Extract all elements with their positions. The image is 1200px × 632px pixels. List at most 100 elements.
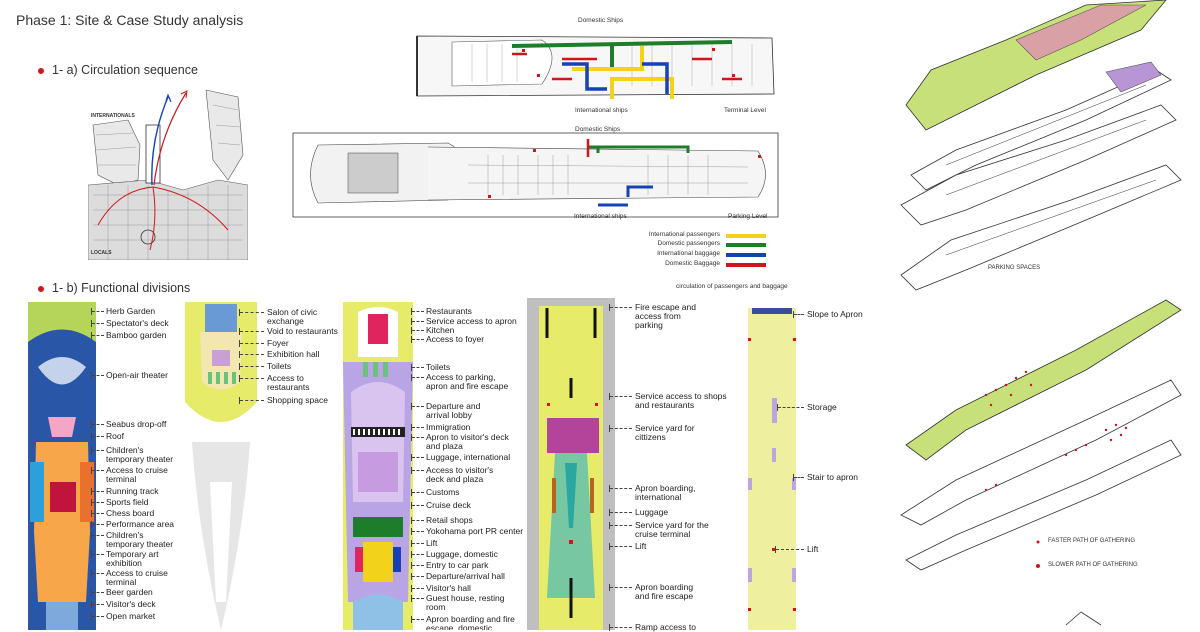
label-tick — [411, 336, 424, 343]
col3-label: Entry to car park — [426, 560, 489, 570]
label-tick — [91, 510, 104, 517]
label-tick — [609, 425, 632, 432]
label-tick — [609, 543, 632, 550]
label-tick — [239, 309, 264, 316]
col4-label: Apron boarding and fire escape — [635, 582, 694, 601]
label-tick — [609, 485, 632, 492]
col2-label: Salon of civic exchange — [267, 307, 318, 326]
label-tick — [609, 522, 632, 529]
label-tick — [411, 403, 424, 410]
col1-label: Children's temporary theater — [106, 445, 174, 464]
col1-label: Open-air theater — [106, 370, 168, 380]
parking-level-plan — [292, 132, 779, 218]
col3-label: Retail shops — [426, 515, 473, 525]
legend-swatch — [726, 263, 766, 267]
col4-label: Service access to shops and restaurants — [635, 391, 727, 410]
col4-label: Luggage — [635, 507, 669, 517]
col2-label: Toilets — [267, 361, 292, 371]
label-tick — [91, 467, 104, 474]
label-tick — [91, 308, 104, 315]
col1-label: Access to cruise terminal — [106, 568, 168, 587]
terminal-plan-strip — [343, 302, 413, 630]
label-tick — [91, 521, 104, 528]
label-tick — [609, 624, 632, 631]
col1-label: Sports field — [106, 497, 149, 507]
col3-label: Service access to apron — [426, 316, 517, 326]
label-tick — [411, 454, 424, 461]
col5-label: Slope to Apron — [807, 309, 863, 319]
col3-label: Customs — [426, 487, 460, 497]
label-tick — [239, 363, 264, 370]
col2-label: Shopping space — [267, 395, 328, 405]
label-tick — [777, 404, 804, 411]
label-tick — [411, 562, 424, 569]
col1-label: Spectator's deck — [106, 318, 169, 328]
legend-caption: circulation of passengers and baggage — [676, 283, 788, 290]
label-tick — [609, 509, 632, 516]
terminal-bottom-label: International ships — [575, 107, 628, 114]
faster-path-label: FASTER PATH OF GATHERING — [1048, 538, 1136, 544]
label-tick — [411, 528, 424, 535]
label-tick — [793, 474, 804, 481]
col1-label: Children's temporary theater — [106, 530, 174, 549]
label-tick — [411, 364, 424, 371]
col3-label: Access to visitor's deck and plaza — [426, 465, 494, 484]
label-tick — [91, 589, 104, 596]
col1-label: Roof — [106, 431, 124, 441]
col4-label: Service yard for cittizens — [635, 423, 695, 442]
label-tick — [411, 374, 424, 381]
parking-level-label: Parking Level — [728, 213, 768, 220]
col1-label: Temporary art exhibition — [106, 549, 159, 568]
col1-label: Performance area — [106, 519, 175, 529]
label-tick — [411, 318, 424, 325]
map-label-locals: LOCALS — [91, 250, 112, 256]
col1-label: Open market — [106, 611, 156, 621]
label-tick — [609, 304, 632, 311]
col2-label: Void to restaurants — [267, 326, 338, 336]
label-tick — [411, 502, 424, 509]
col1-label: Beer garden — [106, 587, 153, 597]
col3-label: Toilets — [426, 362, 451, 372]
col2-label: Exhibition hall — [267, 349, 320, 359]
label-tick — [91, 532, 104, 539]
col2-label: Foyer — [267, 338, 289, 348]
foyer-plan-strip — [185, 302, 257, 630]
label-tick — [793, 311, 804, 318]
col4-label: Lift — [635, 541, 647, 551]
label-tick — [775, 546, 804, 553]
col3-label: Cruise deck — [426, 500, 471, 510]
slower-path-label: SLOWER PATH OF GATHERING — [1048, 562, 1138, 568]
section-heading-text: 1- a) Circulation sequence — [52, 63, 198, 77]
legend-label: Domestic Baggage — [665, 260, 720, 267]
col3-label: Apron boarding and fire escape, domestic — [426, 615, 515, 630]
col3-label: Guest house, resting room — [426, 593, 505, 612]
legend-label: International passengers — [648, 231, 720, 238]
col3-label: Kitchen — [426, 325, 455, 335]
col2-label: Access to restaurants — [267, 373, 310, 392]
label-tick — [91, 551, 104, 558]
col5-label: Lift — [807, 544, 819, 554]
label-tick — [411, 434, 424, 441]
label-tick — [239, 328, 264, 335]
section-heading-circulation: 1- a) Circulation sequence — [38, 63, 198, 77]
parking-bottom-label: International ships — [574, 213, 627, 220]
label-tick — [411, 424, 424, 431]
lower-plan-strip — [748, 308, 796, 630]
label-tick — [411, 551, 424, 558]
label-tick — [411, 489, 424, 496]
parking-spaces-label: PARKING SPACES — [988, 265, 1041, 271]
col1-label: Running track — [106, 486, 159, 496]
label-tick — [411, 467, 424, 474]
col3-label: Departure/arrival hall — [426, 571, 505, 581]
col1-label: Chess board — [106, 508, 155, 518]
parking-top-label: Domestic Ships — [575, 126, 621, 133]
page-title: Phase 1: Site & Case Study analysis — [16, 12, 244, 28]
col1-label: Herb Garden — [106, 306, 156, 316]
col3-label: Luggage, domestic — [426, 549, 498, 559]
label-tick — [411, 308, 424, 315]
bullet-icon — [38, 67, 44, 74]
label-tick — [91, 372, 104, 379]
col3-label: Immigration — [426, 422, 471, 432]
col1-label: Access to cruise terminal — [106, 465, 168, 484]
label-tick — [91, 488, 104, 495]
